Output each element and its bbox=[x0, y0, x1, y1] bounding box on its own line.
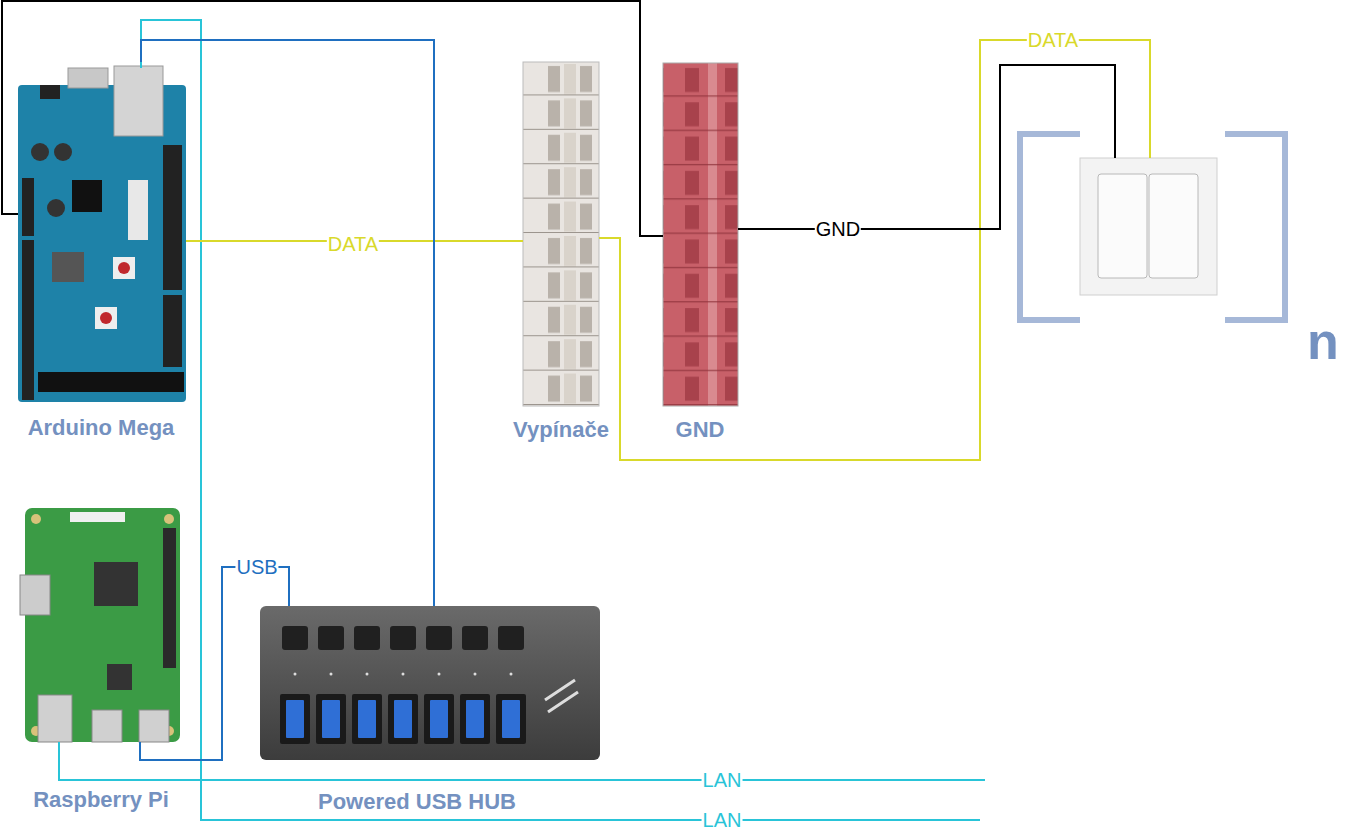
connector bbox=[70, 512, 125, 522]
board-node: Raspberry Pi bbox=[25, 508, 180, 742]
hub-body bbox=[260, 606, 600, 760]
hub-port bbox=[424, 626, 454, 744]
raspberry-board bbox=[20, 508, 180, 742]
cable-label: LAN bbox=[702, 769, 743, 791]
usb-port bbox=[68, 68, 108, 88]
hub-port bbox=[280, 626, 310, 744]
chip bbox=[72, 180, 102, 212]
button bbox=[100, 312, 112, 324]
terminal-strip bbox=[523, 62, 599, 406]
pin-header bbox=[163, 145, 182, 290]
mount-hole bbox=[31, 514, 41, 524]
node-label: Arduino Mega bbox=[28, 416, 175, 440]
terminal-node: GND bbox=[663, 63, 738, 406]
capacitor bbox=[54, 143, 72, 161]
terminal-node: Vypínače bbox=[523, 62, 599, 406]
sd-slot bbox=[52, 252, 84, 282]
usb-port bbox=[139, 710, 169, 742]
repeat-group: n bbox=[1018, 132, 1288, 322]
wire bbox=[1114, 131, 1116, 158]
hdmi-port bbox=[20, 575, 50, 615]
lan-cable bbox=[141, 20, 980, 820]
hub-port bbox=[352, 626, 382, 744]
chip bbox=[94, 562, 138, 606]
gpio-header bbox=[163, 528, 176, 668]
bracket bbox=[1225, 134, 1285, 320]
capacitor bbox=[47, 199, 65, 217]
wire-connector bbox=[141, 40, 434, 606]
lan-cables bbox=[59, 20, 985, 820]
wire-connector bbox=[738, 65, 1115, 229]
usb-hub bbox=[260, 606, 600, 760]
switch-plate bbox=[1080, 158, 1217, 295]
rocker bbox=[1098, 174, 1147, 278]
wire-connector bbox=[599, 40, 1150, 460]
node-label: GND bbox=[676, 418, 725, 442]
usb-port bbox=[92, 710, 122, 742]
hub-node: Powered USB HUB bbox=[260, 606, 600, 760]
module bbox=[128, 180, 148, 240]
ethernet-jack bbox=[38, 695, 72, 742]
logo-mark bbox=[545, 680, 578, 712]
terminal-block bbox=[663, 63, 738, 406]
button bbox=[95, 307, 117, 329]
node-label: n bbox=[1307, 313, 1339, 370]
hub-port bbox=[496, 626, 526, 744]
terminal-block bbox=[523, 62, 599, 406]
chip bbox=[107, 664, 132, 690]
node-label: Powered USB HUB bbox=[318, 790, 516, 814]
node-label: Raspberry Pi bbox=[33, 788, 169, 812]
pin-header bbox=[22, 178, 34, 236]
pin-header bbox=[38, 372, 184, 392]
board-node: Arduino Mega bbox=[18, 62, 186, 402]
ethernet-jack bbox=[114, 66, 163, 136]
wire-connector bbox=[140, 567, 289, 760]
mount-hole bbox=[164, 514, 174, 524]
arduino-board bbox=[18, 66, 186, 402]
terminal-strip bbox=[663, 63, 738, 406]
pin-header bbox=[22, 240, 34, 400]
rocker bbox=[1149, 174, 1198, 278]
wire-connector bbox=[2, 1, 663, 236]
pin-header bbox=[163, 295, 182, 367]
signal-label: DATA bbox=[1027, 29, 1079, 51]
hub-port bbox=[460, 626, 490, 744]
signal-label: USB bbox=[235, 556, 278, 578]
button bbox=[118, 262, 130, 274]
node-label: Vypínače bbox=[513, 418, 609, 442]
pcb bbox=[25, 508, 180, 742]
button bbox=[113, 257, 135, 279]
signal-label: GND bbox=[815, 218, 861, 240]
hub-port bbox=[316, 626, 346, 744]
signal-label: DATA bbox=[327, 233, 379, 255]
bracket bbox=[1020, 134, 1080, 320]
hub-port bbox=[388, 626, 418, 744]
jack bbox=[40, 85, 60, 99]
wall-switch bbox=[1020, 131, 1285, 320]
wire bbox=[1149, 131, 1151, 158]
capacitor bbox=[31, 143, 49, 161]
cable-label: LAN bbox=[702, 809, 743, 831]
